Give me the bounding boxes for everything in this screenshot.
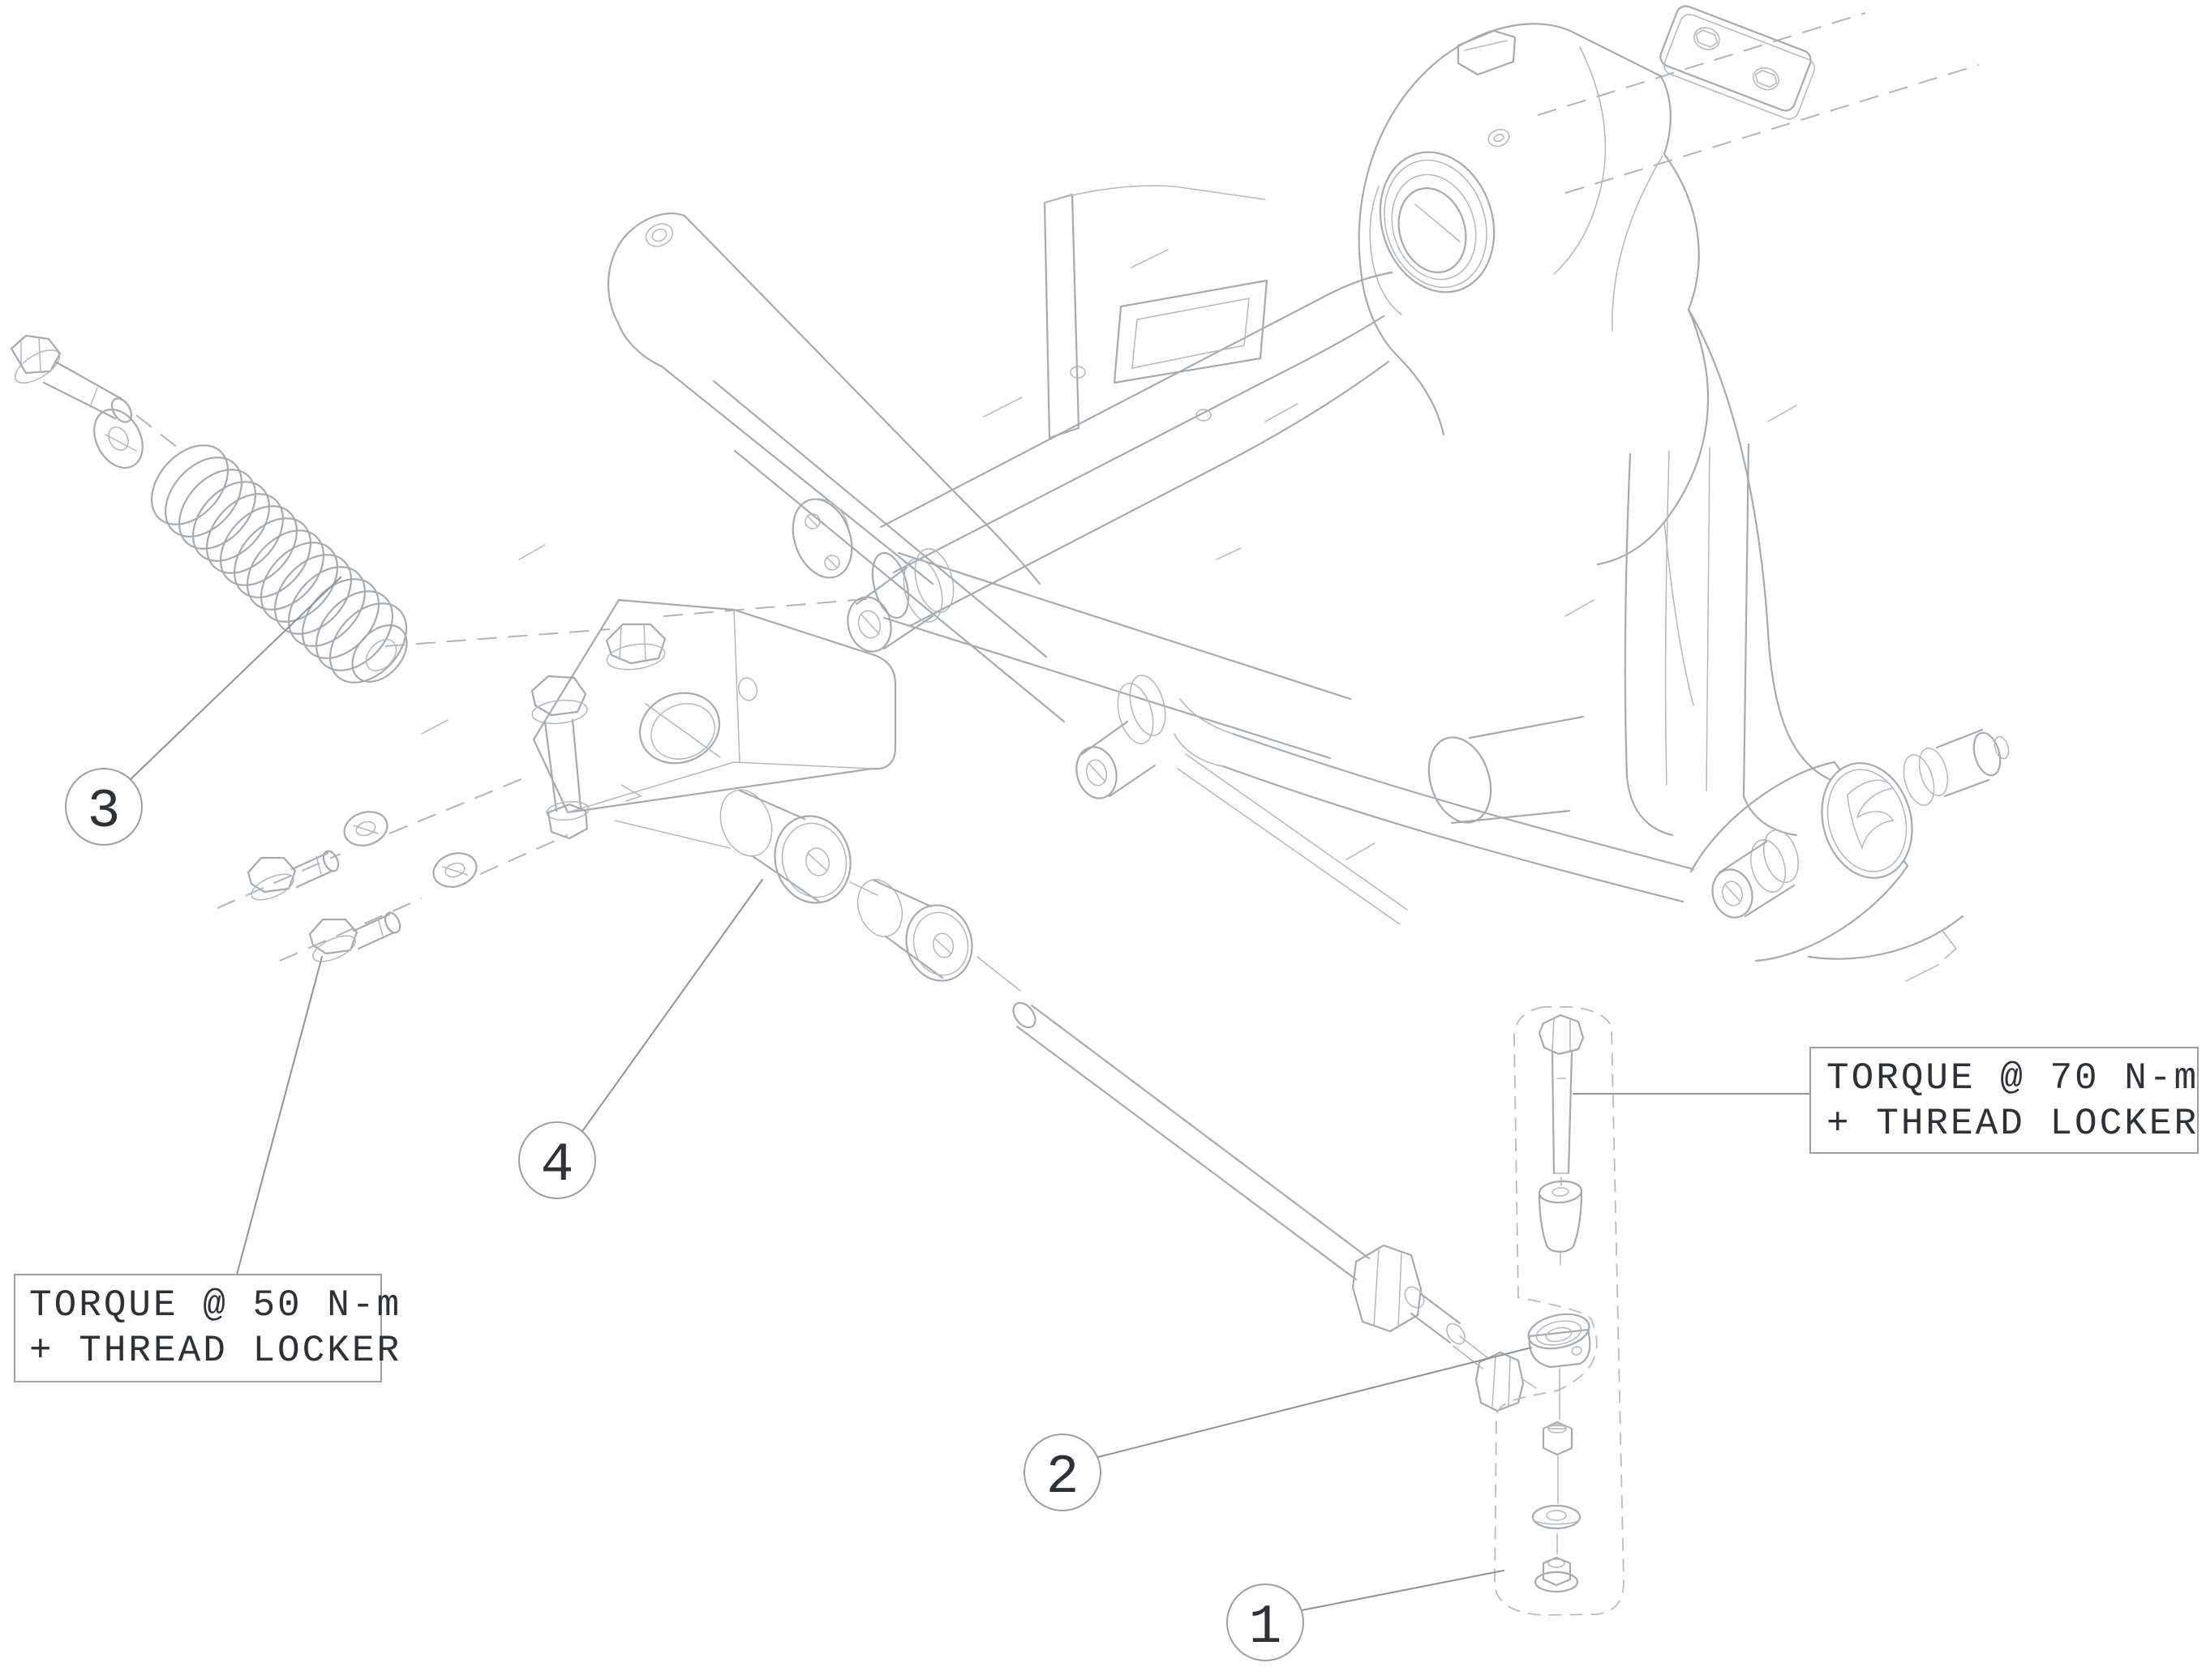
callout-2: 2 — [1024, 1434, 1101, 1511]
torque-70-label: TORQUE @ 70 N-m + THREAD LOCKER — [1809, 1047, 2199, 1154]
head-bolt-hole — [1487, 128, 1510, 148]
torque-70-line2: + THREAD LOCKER — [1826, 1103, 2199, 1145]
tie-rod — [1012, 1001, 1591, 1412]
callout-3: 3 — [65, 768, 143, 846]
rod-end — [1527, 1313, 1591, 1369]
torque-70-line1: TORQUE @ 70 N-m — [1826, 1057, 2199, 1099]
pivot-pin-mid — [1075, 720, 1157, 799]
pivot-pin-lower — [1711, 829, 1800, 919]
torque-50-label: TORQUE @ 50 N-m + THREAD LOCKER — [14, 1274, 401, 1382]
callout-3-number: 3 — [88, 781, 121, 843]
small-washer-lower — [432, 852, 478, 888]
pivot-pin-left — [847, 566, 934, 653]
boss-stub-right — [1903, 728, 2010, 806]
logo-disc — [1821, 762, 1913, 879]
upper-strut-arm — [607, 212, 1066, 723]
lower-tube — [1174, 698, 1695, 903]
hatch-ticks — [421, 249, 1939, 982]
bracket-top-bolt — [605, 623, 667, 671]
leader-lines — [129, 576, 1811, 1611]
coil-spring — [135, 429, 423, 699]
callout-1-number: 1 — [1249, 1596, 1282, 1659]
frame-legs — [1624, 308, 1833, 837]
callout-2-number: 2 — [1046, 1446, 1079, 1509]
spring-seat-boss — [792, 498, 853, 579]
pivot-bracket — [530, 598, 897, 840]
bracket-pin — [530, 675, 590, 840]
spring-bolt — [10, 334, 133, 423]
lower-boss — [1689, 728, 2010, 962]
small-washer-upper — [343, 811, 388, 846]
centerlines — [135, 12, 1980, 992]
cone-bushing-small — [856, 879, 973, 982]
callout-4: 4 — [518, 1121, 596, 1199]
small-bolt-lower — [308, 911, 401, 962]
swingarm-frame — [421, 23, 2010, 982]
rod-end-nut — [1474, 1351, 1525, 1412]
main-beam — [879, 185, 1393, 628]
mounting-plate — [1659, 5, 1815, 120]
torque-50-line2: + THREAD LOCKER — [29, 1330, 401, 1372]
torque-50-line1: TORQUE @ 50 N-m — [29, 1284, 401, 1326]
hex-nut — [1542, 1421, 1573, 1456]
fastener-group-outline — [1494, 1006, 1624, 1616]
flat-washer — [1531, 1504, 1582, 1530]
cone-bushing-large — [719, 789, 852, 904]
jam-nut — [1351, 1244, 1425, 1333]
pivot-bearing — [1369, 151, 1496, 315]
anchor-bolt — [1538, 1014, 1585, 1175]
brand-logo-icon — [1847, 779, 1895, 851]
small-bolt-upper — [247, 850, 340, 901]
spring-washer — [93, 409, 144, 469]
callout-4-number: 4 — [541, 1134, 574, 1197]
cross-shaft — [847, 548, 1408, 925]
cone-spacer — [1538, 1180, 1583, 1253]
callout-1: 1 — [1226, 1584, 1304, 1661]
flange-nut — [1534, 1556, 1579, 1593]
